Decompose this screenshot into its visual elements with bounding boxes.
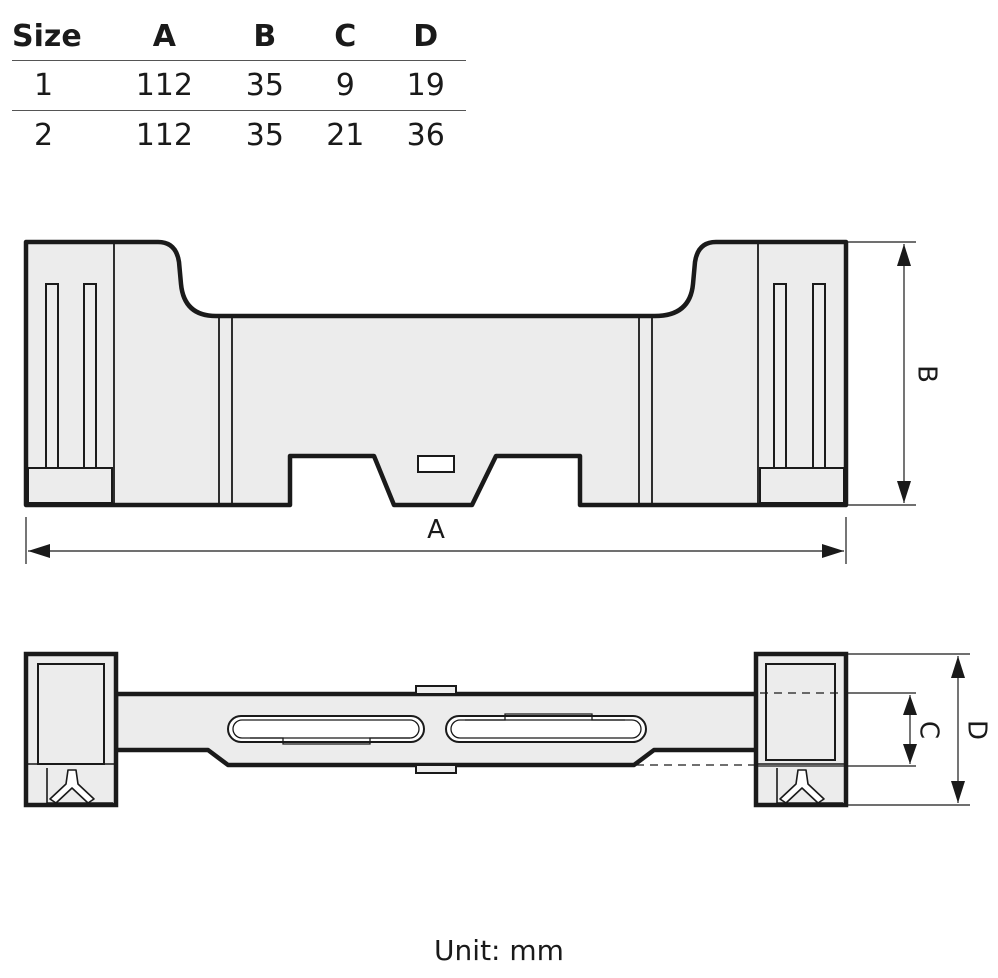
side-view-bar — [113, 691, 761, 768]
size-table-header-row: Size A B C D — [12, 12, 466, 61]
right-slot — [445, 713, 647, 743]
cell-size: 2 — [34, 118, 54, 153]
left-clip-base — [27, 467, 113, 504]
cell-d: 36 — [406, 118, 445, 153]
dimension-c-label: C — [914, 721, 944, 739]
right-end-clip — [757, 242, 845, 505]
left-end-clip — [27, 242, 115, 505]
dimension-c — [756, 692, 917, 767]
dimension-b-label: B — [912, 365, 942, 383]
table-row: 1 112 35 9 19 — [12, 60, 466, 111]
left-slot — [227, 715, 425, 745]
top-tab — [415, 685, 457, 695]
table-row: 2 112 35 21 36 — [12, 111, 466, 161]
cell-b: 35 — [224, 60, 306, 111]
right-end-block — [753, 651, 849, 808]
dimension-a — [25, 517, 847, 564]
header-c: C — [305, 12, 386, 61]
cell-b: 35 — [245, 118, 284, 153]
hinge-lines — [218, 318, 653, 503]
cell-size: 1 — [12, 60, 104, 111]
right-clip-arms — [776, 768, 843, 804]
header-size: Size — [12, 12, 104, 61]
cell-c: 9 — [305, 60, 386, 111]
size-table: Size A B C D 1 112 35 9 19 2 112 35 21 3… — [12, 12, 466, 160]
header-d: D — [385, 12, 466, 61]
left-end-block — [23, 651, 119, 808]
header-b: B — [224, 12, 306, 61]
dimension-d-label: D — [962, 720, 992, 740]
bottom-tab — [415, 764, 457, 774]
dimension-d — [848, 653, 970, 806]
cell-d: 19 — [385, 60, 466, 111]
cell-a: 112 — [135, 118, 193, 153]
dimension-a-label: A — [427, 515, 445, 545]
right-clip-base — [759, 467, 845, 504]
top-view-body — [23, 239, 849, 508]
top-view — [23, 239, 849, 508]
side-view — [23, 651, 849, 808]
left-clip-arms — [46, 768, 113, 804]
cell-c: 21 — [326, 118, 365, 153]
unit-label: Unit: mm — [434, 934, 564, 967]
header-a: A — [104, 12, 225, 61]
center-window — [417, 455, 455, 473]
dimension-b — [848, 241, 916, 506]
hidden-lines — [636, 692, 844, 766]
cell-a: 112 — [104, 60, 225, 111]
